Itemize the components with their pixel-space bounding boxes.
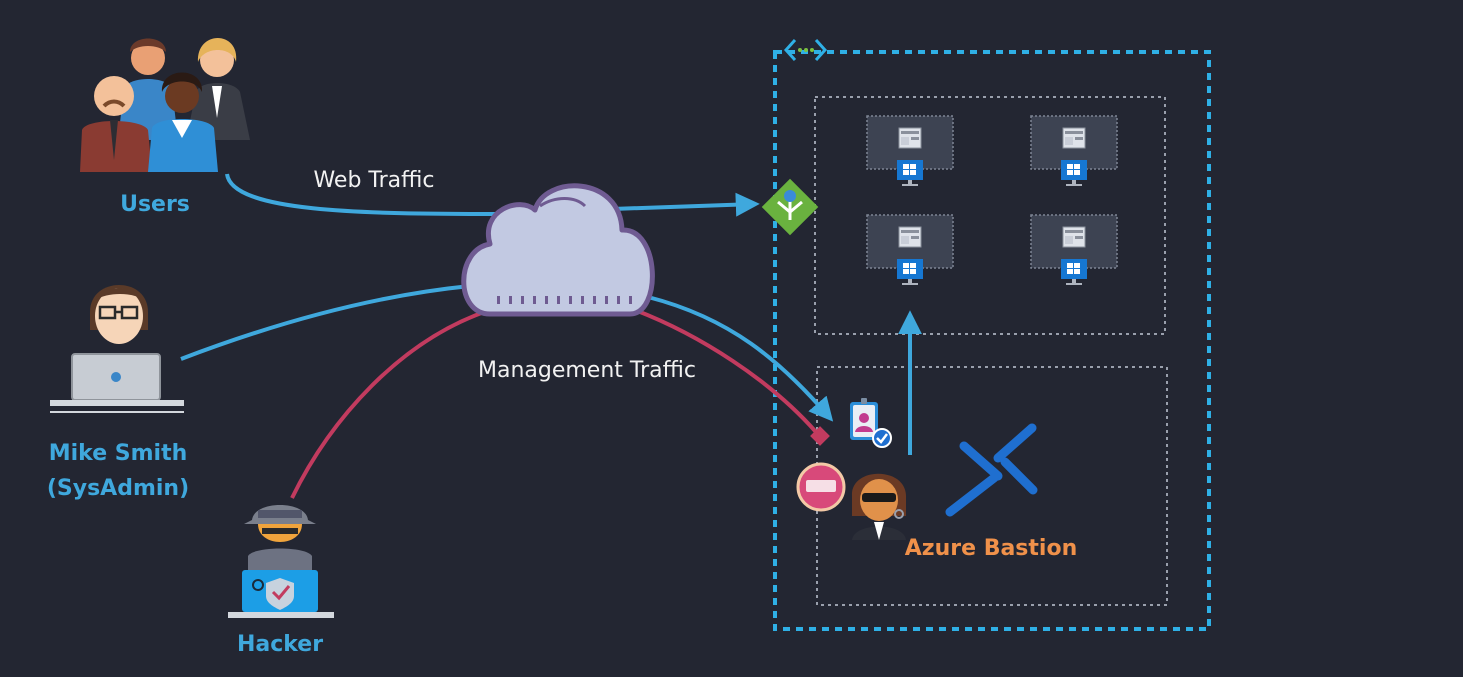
hacker-icon [228,505,334,618]
blocked-endpoint [810,426,830,446]
security-guard-icon [851,473,907,540]
virtual-machine-icon[interactable] [866,214,954,285]
sysadmin-traffic-line [180,284,471,361]
vm-subnet [814,96,1166,335]
vm-group [866,115,1118,285]
azure-bastion-label: Azure Bastion [904,536,1078,561]
sysadmin-role-label: (SysAdmin) [46,476,190,501]
management-traffic-arrow [647,295,834,422]
web-traffic-line [225,173,501,216]
users-label: Users [120,192,190,217]
users-group-icon [80,38,250,172]
web-traffic-label: Web Traffic [313,168,435,193]
web-traffic-arrow [611,192,760,217]
azure-bastion-icon [945,423,1038,517]
identity-verified-icon [850,398,892,448]
blocked-icon [796,462,846,512]
virtual-machine-icon[interactable] [1030,115,1118,186]
hacker-traffic-line [290,308,491,499]
vnet-boundary [773,50,1211,631]
management-traffic-label: Management Traffic [477,358,696,383]
hacker-label: Hacker [236,632,324,657]
vnet-icon [783,38,828,62]
cloud-icon [461,183,655,317]
load-balancer-icon[interactable] [761,178,819,236]
sysadmin-name-label: Mike Smith [48,441,188,466]
virtual-machine-icon[interactable] [866,115,954,186]
blocked-traffic-line [634,308,818,434]
sysadmin-laptop-icon [50,285,184,413]
virtual-machine-icon[interactable] [1030,214,1118,285]
